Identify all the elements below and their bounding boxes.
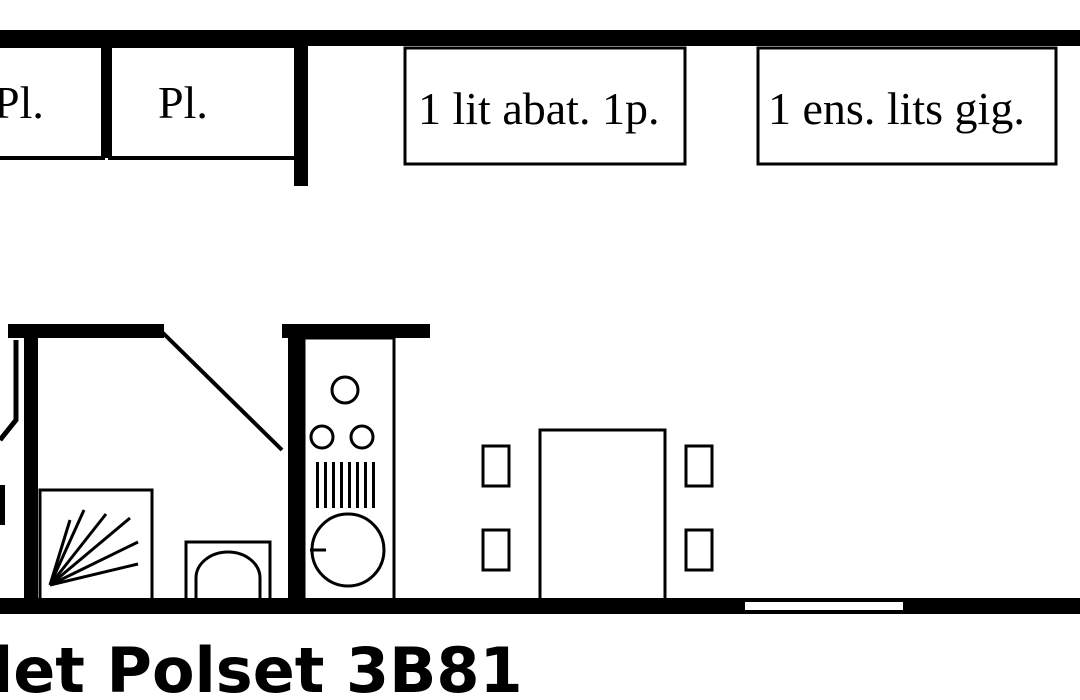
cupboard-divider bbox=[101, 46, 111, 158]
cupboard-1-label: Pl. bbox=[0, 77, 44, 128]
bunk-beds-label: 1 ens. lits gig. bbox=[768, 83, 1025, 134]
dining-table-icon bbox=[538, 428, 667, 602]
door-swing-icon bbox=[160, 330, 284, 452]
washbasin-icon bbox=[184, 540, 272, 602]
chair-icon bbox=[481, 444, 511, 488]
chair-icon bbox=[481, 528, 511, 572]
exterior-walls bbox=[0, 30, 1080, 614]
dining-set bbox=[481, 428, 714, 602]
partition-wall bbox=[294, 46, 308, 186]
chair-icon bbox=[684, 444, 714, 488]
left-edge-wall bbox=[0, 340, 19, 442]
left-edge-stub bbox=[0, 485, 5, 525]
fold-bed-label: 1 lit abat. 1p. bbox=[418, 83, 659, 134]
bathroom-top-wall bbox=[8, 324, 164, 338]
fold-bed bbox=[403, 46, 687, 166]
bathroom-right-wall bbox=[282, 324, 430, 338]
stove-grill-icon bbox=[316, 462, 375, 508]
plan-caption: let Polset 3B81 bbox=[0, 634, 523, 700]
bathroom bbox=[0, 324, 430, 602]
kitchenette bbox=[302, 336, 396, 602]
sink-icon bbox=[310, 512, 386, 588]
chair-icon bbox=[684, 528, 714, 572]
top-wall bbox=[0, 30, 1080, 46]
cupboard-2-label: Pl. bbox=[158, 77, 208, 128]
stove-burner-icon bbox=[309, 375, 375, 450]
bathtub-shower-icon bbox=[38, 488, 154, 602]
storage-cupboards: Pl. Pl. bbox=[0, 44, 308, 186]
bathroom-left-wall bbox=[24, 338, 38, 600]
beds: 1 lit abat. 1p. 1 ens. lits gig. bbox=[403, 46, 1058, 166]
window-opening bbox=[745, 602, 903, 610]
kitchen-left-wall bbox=[288, 338, 304, 600]
bunk-beds bbox=[756, 46, 1058, 166]
